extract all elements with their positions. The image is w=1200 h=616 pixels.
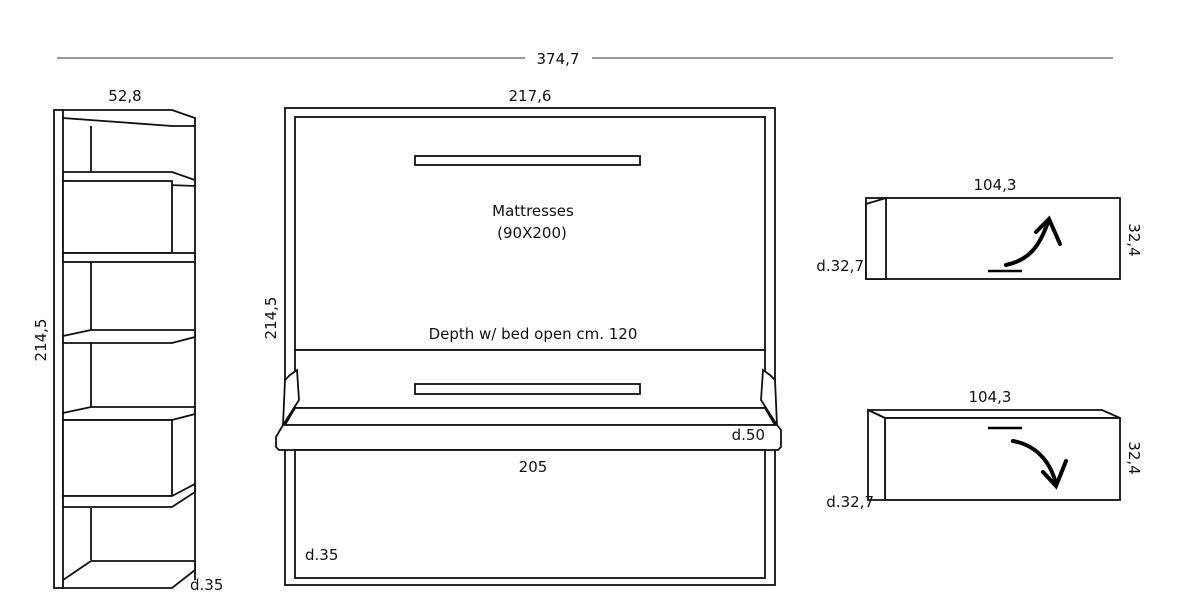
total-width-dimension: 374,7 bbox=[57, 50, 1113, 68]
wall-unit-top-width-label: 104,3 bbox=[974, 176, 1017, 194]
wall-unit-top-depth-label: d.32,7 bbox=[816, 257, 864, 275]
mattress-size-label: (90X200) bbox=[497, 224, 567, 242]
depth-note-label: Depth w/ bed open cm. 120 bbox=[429, 325, 638, 343]
total-width-label: 374,7 bbox=[537, 50, 580, 68]
bookcase-width-label: 52,8 bbox=[108, 87, 141, 105]
wall-unit-bottom-depth-label: d.32,7 bbox=[826, 493, 874, 511]
bed-base-depth-label: d.35 bbox=[305, 546, 338, 564]
bookcase: 52,8 214,5 d.35 bbox=[32, 87, 223, 594]
desk-depth-label: d.50 bbox=[732, 426, 765, 444]
wall-unit-bottom: 104,3 32,4 d.32,7 bbox=[826, 388, 1143, 511]
arrow-up-icon bbox=[1004, 215, 1062, 267]
bed-handle-top bbox=[414, 155, 641, 166]
wall-unit-bottom-width-label: 104,3 bbox=[969, 388, 1012, 406]
bed-height-label: 214,5 bbox=[262, 297, 280, 340]
bookcase-depth-label: d.35 bbox=[190, 576, 223, 594]
wall-unit-bottom-height-label: 32,4 bbox=[1125, 441, 1143, 474]
bed-handle-bottom bbox=[414, 383, 641, 395]
bed-inner-width-label: 205 bbox=[519, 458, 548, 476]
arrow-down-icon bbox=[1011, 439, 1068, 490]
bookcase-height-label: 214,5 bbox=[32, 319, 50, 362]
wall-unit-top: 104,3 32,4 d.32,7 bbox=[816, 176, 1143, 280]
wall-unit-top-height-label: 32,4 bbox=[1125, 223, 1143, 256]
wall-bed: 217,6 214,5 Mattresses (90X200) Depth w/… bbox=[262, 87, 782, 586]
bed-width-label: 217,6 bbox=[509, 87, 552, 105]
mattresses-label: Mattresses bbox=[492, 202, 574, 220]
